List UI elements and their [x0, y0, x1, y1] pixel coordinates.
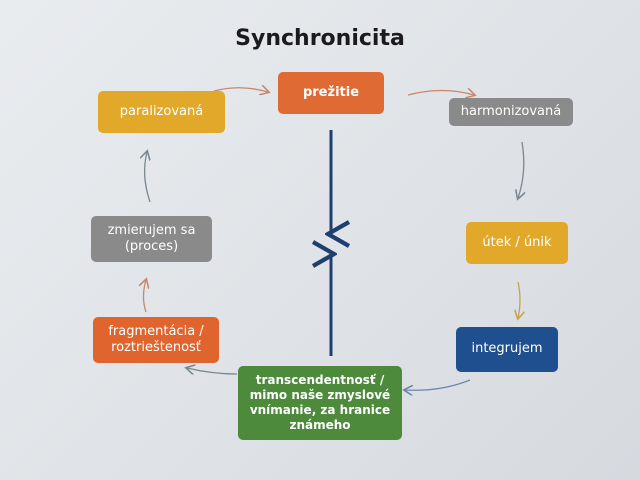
- arrow-transcendentnost-to-fragmentacia: [187, 368, 238, 374]
- node-zmierujem-sa-label: zmierujem sa (proces): [107, 222, 196, 254]
- arrow-fragmentacia-to-zmierujem: [144, 280, 147, 313]
- node-paralizovana-label: paralizovaná: [119, 103, 204, 119]
- node-transcendentnost-label: transcendentnosť / mimo naše zmyslové vn…: [249, 373, 391, 432]
- node-prezitie-label: prežitie: [302, 84, 360, 100]
- arrow-zmierujem-to-paralizovana: [145, 152, 150, 203]
- node-paralizovana: paralizovaná: [98, 91, 225, 133]
- node-utek-unik: útek / únik: [466, 222, 568, 264]
- node-transcendentnost: transcendentnosť / mimo naše zmyslové vn…: [238, 366, 402, 440]
- node-fragmentacia-label: fragmentácia / roztrieštenosť: [108, 323, 204, 355]
- node-prezitie: prežitie: [278, 72, 384, 114]
- node-harmonizovana: harmonizovaná: [449, 98, 573, 126]
- arrow-paralizovana-to-prezitie: [213, 88, 268, 92]
- node-integrujem: integrujem: [456, 327, 558, 372]
- node-utek-unik-label: útek / únik: [482, 234, 552, 250]
- arrow-utek-to-integrujem: [518, 281, 520, 318]
- arrow-harmonizovana-to-utek: [518, 141, 524, 198]
- arrow-integrujem-to-transcendentnost: [405, 379, 471, 390]
- node-zmierujem-sa: zmierujem sa (proces): [91, 216, 212, 262]
- node-fragmentacia: fragmentácia / roztrieštenosť: [93, 317, 219, 363]
- diagram-title: Synchronicita: [235, 26, 405, 51]
- node-harmonizovana-label: harmonizovaná: [460, 103, 562, 119]
- arrow-prezitie-to-harmonizovana: [407, 91, 474, 96]
- node-integrujem-label: integrujem: [471, 341, 543, 357]
